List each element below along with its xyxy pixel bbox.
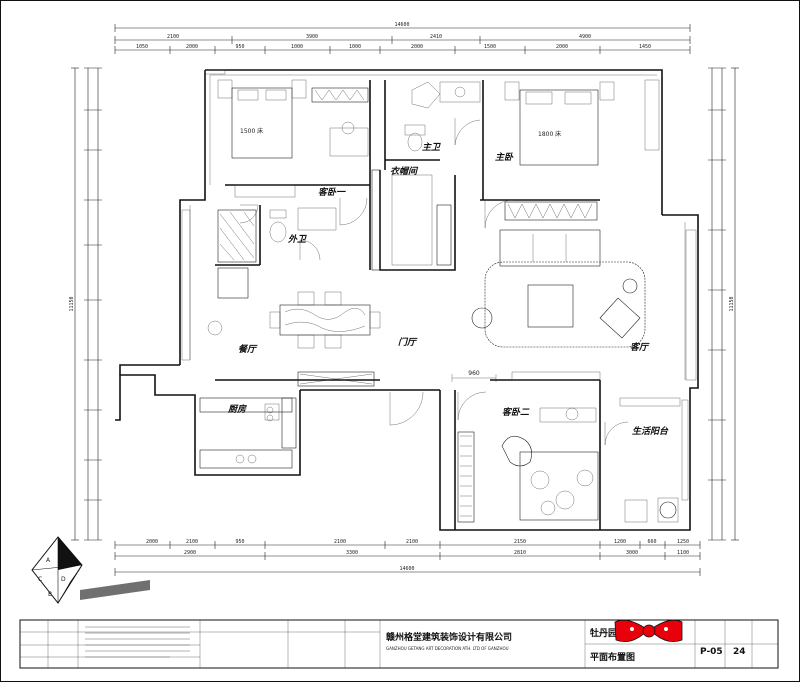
label-dining: 餐厅 bbox=[238, 344, 258, 355]
dim-top-sub-1: 1050 bbox=[136, 44, 148, 50]
dim-bottom-sub-9: 1250 bbox=[677, 539, 689, 545]
compass-letter-b: B bbox=[48, 591, 52, 598]
dim-bottom-seg-1: 2900 bbox=[184, 550, 196, 556]
dim-bottom-sub-6: 2150 bbox=[514, 539, 526, 545]
dim-bottom-sub-8: 660 bbox=[647, 539, 656, 545]
label-balcony: 生活阳台 bbox=[632, 426, 669, 437]
label-bedroom1: 客卧一 bbox=[318, 187, 346, 198]
rug bbox=[484, 261, 646, 348]
project-name: 牡丹园 bbox=[590, 627, 617, 639]
bed-1500 bbox=[231, 87, 293, 159]
dim-bottom-sub-5: 2100 bbox=[406, 539, 418, 545]
dim-right-total: 11150 bbox=[729, 296, 735, 311]
label-master-bath: 主卫 bbox=[422, 142, 441, 153]
dim-bottom-sub-7: 1200 bbox=[614, 539, 626, 545]
dim-top-sub-2: 2000 bbox=[186, 44, 198, 50]
walls bbox=[115, 69, 699, 531]
compass-letter-c: C bbox=[38, 576, 42, 583]
dim-top-total: 14600 bbox=[394, 22, 409, 28]
right-dimension-lines: 11150 bbox=[708, 67, 739, 541]
dim-960: 960 bbox=[468, 370, 480, 377]
dim-bottom-sub-4: 2100 bbox=[334, 539, 346, 545]
label-foyer: 门厅 bbox=[398, 337, 418, 348]
label-master-bed: 主卧 bbox=[495, 152, 514, 163]
dim-top-seg-2: 3900 bbox=[306, 34, 318, 40]
bottom-dimension-lines: 2000 2100 950 2100 2100 2150 1200 660 12… bbox=[114, 539, 701, 576]
label-living: 客厅 bbox=[630, 342, 650, 353]
dim-top-seg-1: 2100 bbox=[167, 34, 179, 40]
dim-bottom-seg-5: 1100 bbox=[677, 550, 689, 556]
label-kitchen: 厨房 bbox=[227, 404, 247, 415]
company-name-en: GANZHOU GETANG ART DECORATION ATH. LTD O… bbox=[386, 646, 509, 651]
dim-bottom-seg-4: 3000 bbox=[626, 550, 638, 556]
drawing-title: 平面布置图 bbox=[590, 651, 635, 663]
dim-bottom-total: 14600 bbox=[399, 566, 414, 572]
bed-1800 bbox=[519, 89, 599, 166]
compass-letter-a: A bbox=[46, 557, 51, 564]
dim-bottom-sub-2: 2100 bbox=[186, 539, 198, 545]
label-bed2-size: 1800 床 bbox=[538, 130, 561, 138]
dim-bottom-seg-2: 3300 bbox=[346, 550, 358, 556]
dim-bottom-sub-3: 950 bbox=[235, 539, 244, 545]
dim-top-seg-4: 4900 bbox=[579, 34, 591, 40]
label-bedroom2: 客卧二 bbox=[502, 407, 530, 418]
dim-top-sub-8: 2000 bbox=[556, 44, 568, 50]
dim-top-seg-3: 2410 bbox=[430, 34, 442, 40]
left-dimension-lines: 11150 bbox=[69, 67, 102, 541]
dim-top-sub-7: 1500 bbox=[484, 44, 496, 50]
compass-letter-d: D bbox=[61, 576, 66, 583]
compass-symbol: A B C D bbox=[31, 536, 150, 604]
dim-bottom-sub-1: 2000 bbox=[146, 539, 158, 545]
title-block: 赣州格堂建筑装饰设计有限公司 GANZHOU GETANG ART DECORA… bbox=[19, 619, 779, 669]
bed-bedroom2 bbox=[519, 451, 599, 521]
dim-left-total: 11150 bbox=[69, 296, 75, 311]
dim-top-sub-5: 1000 bbox=[349, 44, 361, 50]
dim-top-sub-3: 950 bbox=[235, 44, 244, 50]
furniture bbox=[181, 69, 697, 523]
coffee-table bbox=[527, 284, 574, 328]
doors bbox=[239, 118, 629, 446]
company-name: 赣州格堂建筑装饰设计有限公司 bbox=[386, 631, 512, 643]
label-bed1-size: 1500 床 bbox=[240, 127, 263, 135]
inner-dimension-960: 960 bbox=[451, 370, 497, 382]
dim-top-sub-4: 1000 bbox=[291, 44, 303, 50]
room-labels: 客卧一 主卫 主卧 衣帽间 外卫 餐厅 门厅 客厅 厨房 客卧二 生活阳台 15… bbox=[227, 127, 669, 437]
dim-bottom-seg-3: 2810 bbox=[514, 550, 526, 556]
top-dimension-lines: 14600 2100 3900 2410 4900 1050 2000 950 … bbox=[114, 22, 691, 54]
red-bow-logo bbox=[614, 619, 683, 643]
sheet-number: 24 bbox=[733, 647, 746, 657]
label-guest-bath: 外卫 bbox=[287, 234, 307, 245]
label-walk-in: 衣帽间 bbox=[390, 166, 419, 177]
sofa bbox=[499, 229, 601, 267]
dim-top-sub-6: 2000 bbox=[411, 44, 423, 50]
dim-top-sub-9: 1450 bbox=[639, 44, 651, 50]
drawing-number: P-05 bbox=[700, 647, 723, 657]
